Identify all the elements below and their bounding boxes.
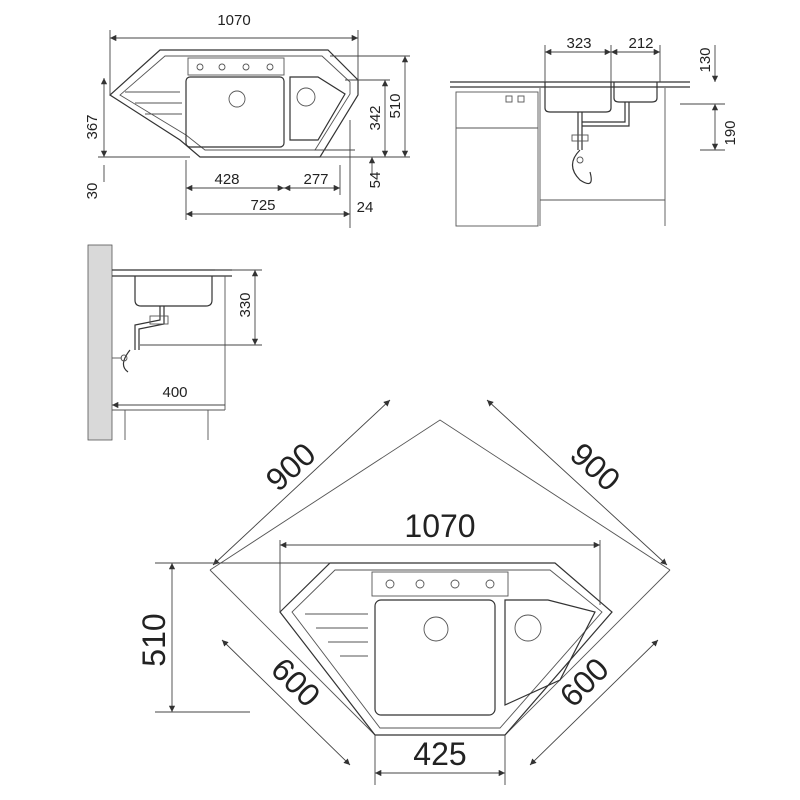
- side-second-bowl: [613, 82, 658, 103]
- dim-plan-depth: 510: [136, 613, 172, 666]
- plan-sink-outline: [279, 562, 613, 736]
- wall-view-pipe: [134, 306, 165, 350]
- plan-second-drain: [514, 614, 542, 642]
- dim-plan-diagonal-right: 900: [563, 436, 627, 498]
- plan-view: 900 900 1070 510 600 600 425: [136, 399, 671, 785]
- dim-wall-distance: 400: [162, 384, 187, 401]
- dim-plan-diagonal-left: 900: [259, 436, 323, 498]
- wall-view-trap: [122, 349, 131, 373]
- cabinet-left: [455, 91, 539, 227]
- dim-plan-overall-width: 1070: [404, 508, 475, 544]
- dim-corner-offset: 30: [84, 183, 101, 200]
- main-bowl: [185, 76, 285, 148]
- plan-tap-ledge: [371, 571, 509, 597]
- tap-hole: [485, 579, 495, 589]
- dim-main-bowl-width: 428: [214, 171, 239, 188]
- top-view: 1070 367 30 342 510 428 277 54 725 24: [84, 12, 410, 228]
- dim-bowl-depth: 190: [722, 120, 739, 145]
- plan-main-drain: [423, 616, 449, 642]
- dim-top-overall-width: 1070: [217, 12, 250, 29]
- dim-right-offset: 54: [367, 172, 384, 189]
- tap-hole: [242, 63, 250, 71]
- dim-left-height: 367: [84, 114, 101, 139]
- dim-top-depth: 130: [697, 47, 714, 72]
- dim-side-second-width: 212: [628, 35, 653, 52]
- dim-bowls-total: 725: [250, 197, 275, 214]
- side-view: 323 212 130 190: [450, 35, 739, 227]
- tap-ledge: [187, 57, 285, 76]
- dim-plan-side-right: 600: [553, 651, 616, 714]
- main-bowl-drain: [228, 90, 246, 108]
- wall-view: 330 400: [87, 244, 262, 441]
- overflow-pipe: [582, 102, 630, 127]
- dim-second-bowl-width: 277: [303, 171, 328, 188]
- dim-side-bowl-width: 323: [566, 35, 591, 52]
- dim-plan-front-width: 425: [413, 736, 466, 772]
- tap-hole: [450, 579, 460, 589]
- dim-edge-offset: 24: [357, 199, 374, 216]
- wall-view-bowl: [134, 276, 213, 307]
- waste-pipe: [577, 112, 583, 150]
- tap-hole: [218, 63, 226, 71]
- tap-hole: [385, 579, 395, 589]
- dim-drainer-depth: 342: [367, 105, 384, 130]
- tap-hole: [196, 63, 204, 71]
- socket: [505, 95, 513, 103]
- drainer-grooves: [125, 91, 182, 115]
- dim-drain-height: 330: [237, 292, 254, 317]
- trap: [571, 149, 592, 185]
- plan-drainer-grooves: [305, 613, 368, 657]
- second-bowl-drain: [296, 87, 316, 107]
- tap-hole: [266, 63, 274, 71]
- wall-section: [87, 244, 113, 441]
- plan-sink-inner: [291, 569, 603, 729]
- dim-overall-depth: 510: [387, 93, 404, 118]
- tap-hole: [415, 579, 425, 589]
- second-bowl: [289, 76, 346, 141]
- plan-main-bowl: [374, 599, 496, 716]
- socket: [517, 95, 525, 103]
